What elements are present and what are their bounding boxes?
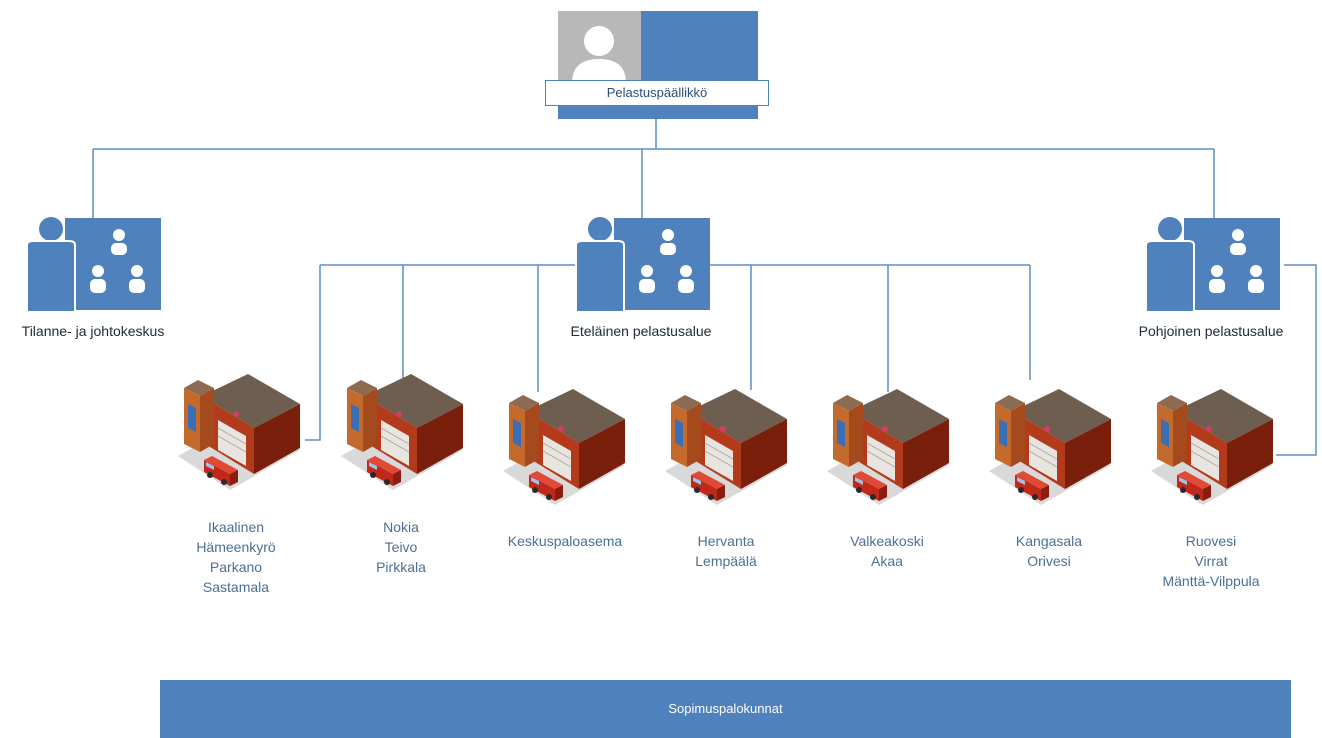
sopimuspalokunnat-band: Sopimuspalokunnat [160,680,1291,738]
team-icon [25,215,165,315]
team-icon [1144,215,1284,315]
person-silhouette-icon [572,26,626,83]
station-label: Keskuspaloasema [507,533,623,549]
fire-station-icon [174,374,304,494]
unit-label-pohjoinen: Pohjoinen pelastusalue [1138,323,1284,339]
team-icon [574,215,714,315]
fire-station-icon [985,389,1115,509]
unit-label-etelainen: Eteläinen pelastusalue [570,323,712,339]
fire-station-icon [1147,389,1277,509]
fire-station-icon [661,389,791,509]
fire-station-icon [499,389,629,509]
fire-station-icon [337,374,467,494]
unit-label-tilanne: Tilanne- ja johtokeskus [21,323,165,339]
fire-station-icon [823,389,953,509]
connector-line [1276,264,1317,456]
connector-line [305,265,321,441]
chief-title: Pelastuspäällikkö [545,80,769,106]
chief-photo-placeholder [558,11,641,83]
